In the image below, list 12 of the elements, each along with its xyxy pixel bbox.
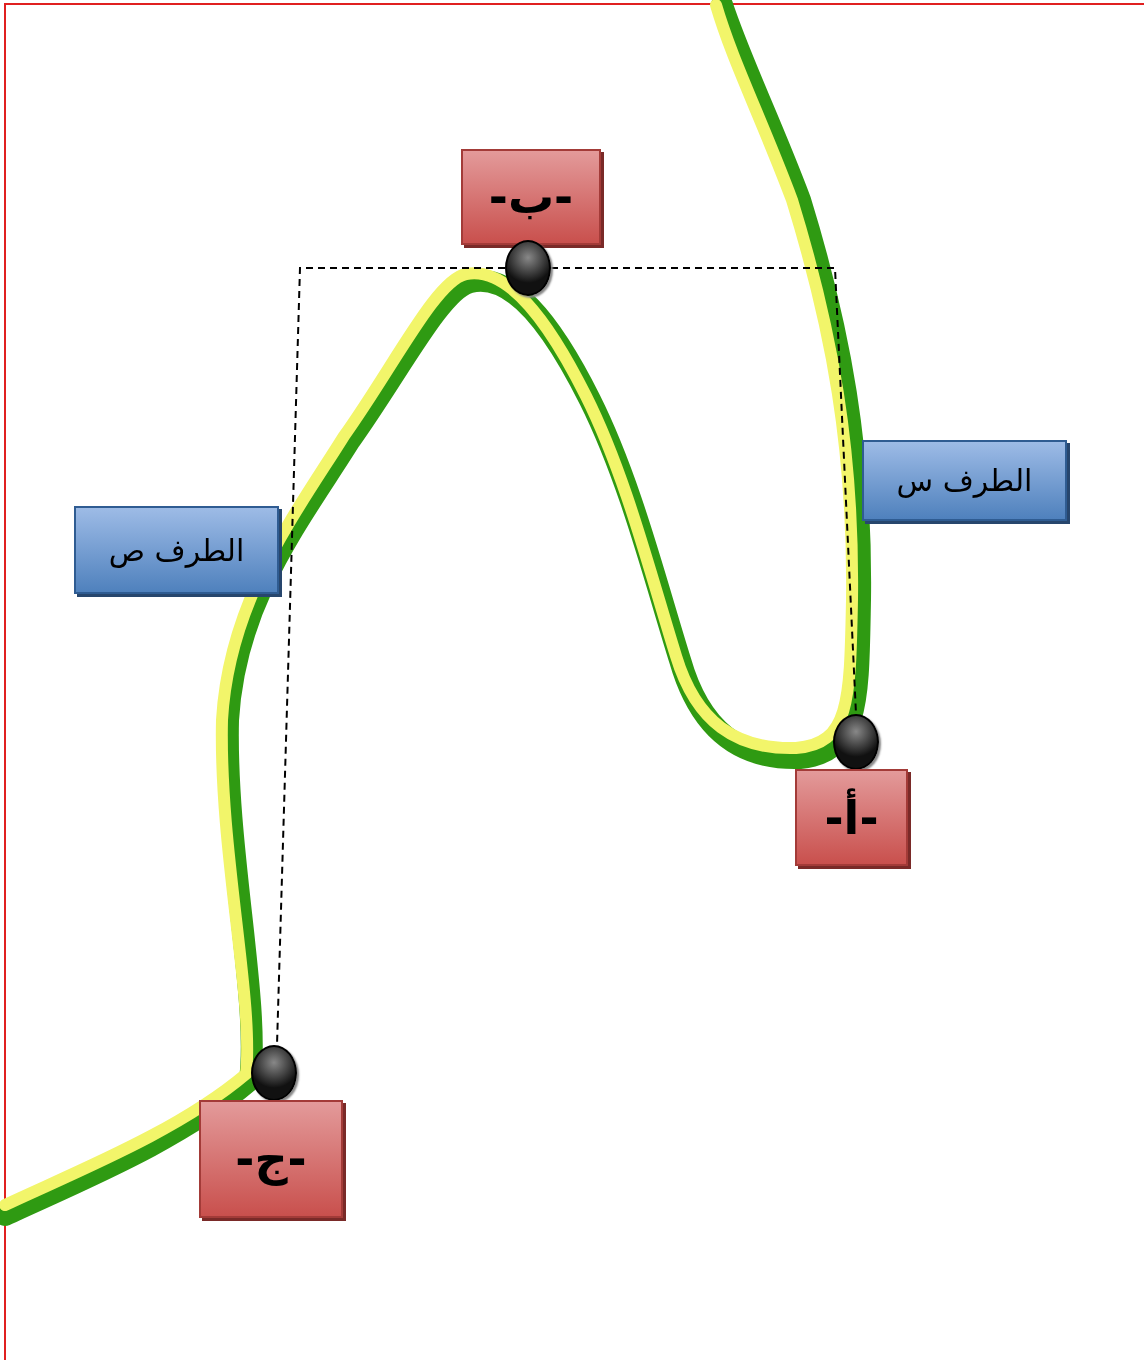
label-text: -ج- [235, 1132, 307, 1186]
label-text: الطرف س [896, 463, 1033, 498]
point-marker [251, 1045, 297, 1101]
point-label-box [795, 769, 908, 866]
label-text: الطرف ص [108, 532, 245, 568]
label-text: -أ- [824, 790, 879, 845]
label-text: -ب- [488, 170, 574, 224]
side-label-box [74, 506, 279, 594]
point-label-box [199, 1100, 343, 1218]
side-label-box [862, 440, 1067, 521]
point-label-box [461, 149, 601, 245]
point-marker [833, 714, 879, 770]
